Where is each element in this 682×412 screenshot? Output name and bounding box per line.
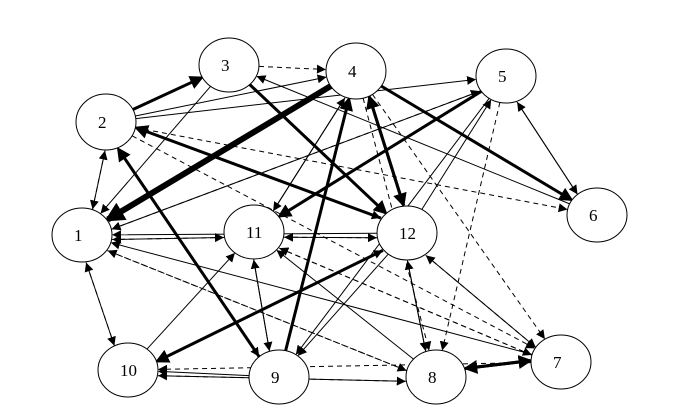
node-label: 11 [246,223,262,242]
node-shape [51,207,113,263]
node-11: 11 [223,204,285,260]
node-label: 12 [399,224,416,243]
edge-n2-to-n6 [135,127,568,213]
node-8: 8 [405,349,467,405]
node-3: 3 [198,37,260,93]
edge-n9-to-n4 [284,96,353,352]
edge-n6-to-n5 [517,102,579,195]
node-label: 10 [120,361,137,380]
node-2: 2 [75,93,137,151]
node-shape [530,334,592,390]
node-label: 8 [428,368,437,387]
edge-n10-to-n12 [156,250,383,363]
edge-n4-to-n1 [104,83,333,223]
edge-n5-to-n11 [277,90,483,218]
edge-n2-to-n4 [135,74,327,117]
node-4: 4 [325,42,387,100]
edge-n1-to-n11 [112,233,224,243]
edge-n5-to-n8 [439,102,501,351]
edge-n7-to-n11 [279,247,533,356]
edge-n2-to-n9 [117,148,260,357]
node-label: 2 [98,113,107,132]
node-label: 5 [498,67,507,86]
node-shape [475,48,537,104]
edge-n2-to-n7 [131,135,535,349]
edge-n4-to-n6 [380,84,574,202]
node-shape [97,342,159,398]
node-shape [405,349,467,405]
node-label: 9 [271,368,280,387]
edge-n2-to-n3 [132,76,204,111]
edge-n11-to-n4 [272,97,345,212]
edge-n9-to-n10 [158,367,250,377]
node-1: 1 [51,207,113,263]
edge-n3-to-n1 [100,85,211,214]
edge-n3-to-n4 [258,64,326,74]
node-6: 6 [566,187,628,243]
edge-n3-to-n12 [248,83,388,215]
node-label: 7 [553,353,562,372]
node-label: 4 [348,62,357,81]
node-shape [566,187,628,243]
edge-n7-to-n8 [463,359,531,374]
node-10: 10 [97,342,159,398]
edge-n10-to-n11 [146,252,235,350]
edge-n1-to-n2 [92,150,108,210]
node-label: 3 [221,56,230,75]
node-shape [75,93,137,151]
node-shape [325,42,387,100]
node-12: 12 [376,205,438,261]
edge-n12-to-n5 [421,99,492,210]
edge-n8-to-n12 [404,260,427,352]
node-label: 6 [589,206,598,225]
node-shape [376,205,438,261]
edge-n1-to-n5 [111,90,480,230]
edge-n9-to-n11 [250,259,270,352]
edge-n1-to-n10 [85,262,116,346]
edge-n7-to-n10 [158,362,532,374]
edge-n6-to-n3 [256,75,570,205]
edge-n2-to-n12 [135,127,381,220]
node-shape [198,37,260,93]
edge-n7-to-n1 [110,240,533,355]
node-shape [248,349,310,405]
edge-n11-to-n12 [283,233,377,243]
edge-n12-to-n7 [425,254,536,348]
node-shape [223,204,285,260]
node-5: 5 [475,48,537,104]
node-label: 1 [74,226,83,245]
edges-layer [84,64,579,386]
node-7: 7 [530,334,592,390]
node-9: 9 [248,349,310,405]
